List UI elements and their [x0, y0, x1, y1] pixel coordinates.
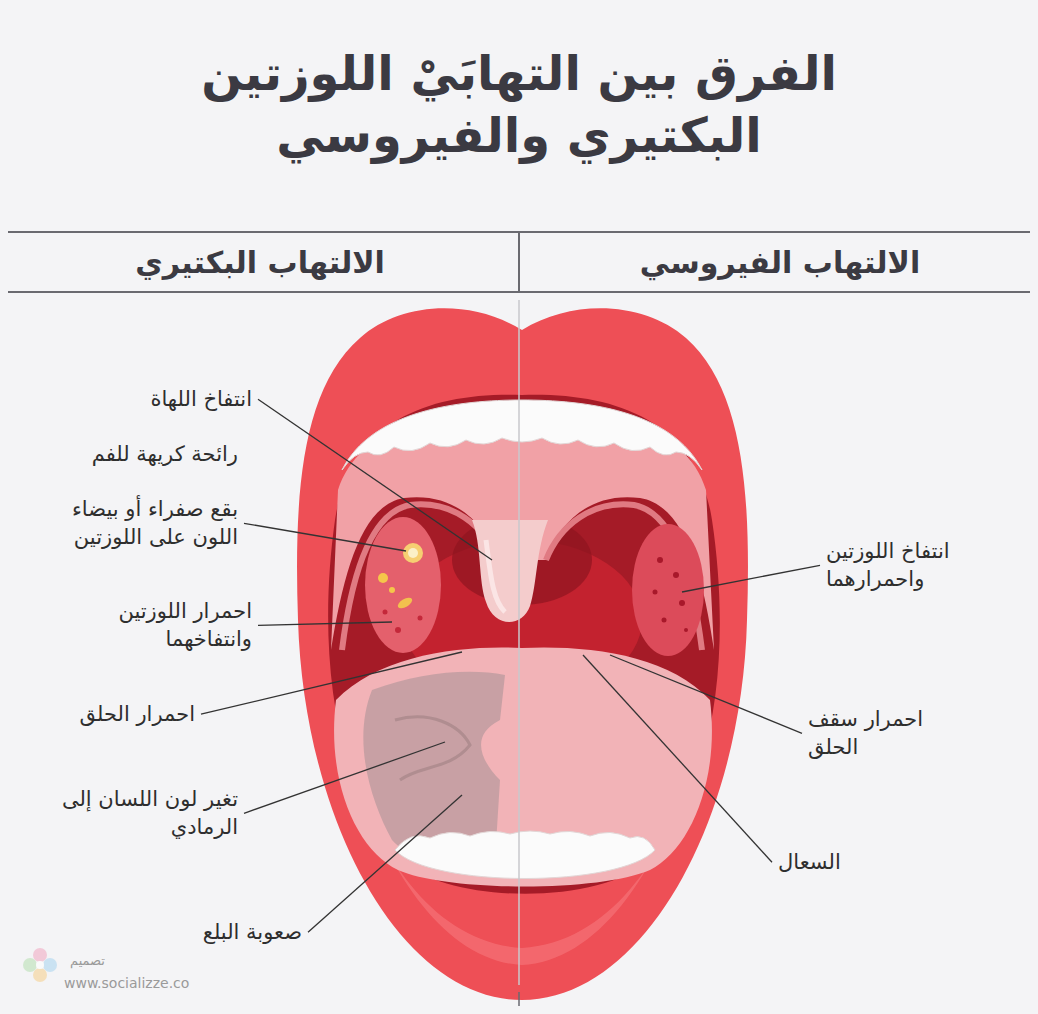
- leader-line: [308, 795, 462, 932]
- uvula-highlight: [486, 540, 505, 612]
- tongue: [334, 648, 712, 887]
- column-header: الالتهاب البكتيري: [20, 243, 500, 284]
- tongue-texture: [395, 717, 470, 780]
- symptom-label: انتفاخ اللوزتين واحمرارهما: [826, 537, 1016, 594]
- tonsil: [365, 517, 441, 653]
- symptom-label: رائحة كريهة للفم: [92, 440, 238, 468]
- divider-line: [518, 300, 520, 985]
- watermark: www.socializze.co: [64, 974, 189, 993]
- symptom-label: السعال: [778, 848, 841, 876]
- upper-teeth: [342, 400, 702, 470]
- symptom-label: احمرار الحلق: [80, 700, 195, 728]
- divider-line: [518, 232, 520, 292]
- leader-line: [244, 742, 445, 813]
- mouth-cavity: [328, 395, 720, 894]
- symptom-label: احمرار اللوزتين وانتفاخهما: [47, 597, 252, 654]
- red-dot: [673, 572, 679, 578]
- leader-line: [258, 622, 392, 625]
- leader-line: [682, 565, 820, 592]
- lips: [297, 308, 748, 1000]
- red-dot: [684, 628, 688, 632]
- pus-spot: [403, 543, 423, 563]
- red-dot: [653, 590, 658, 595]
- pus-spot: [378, 573, 388, 583]
- red-dot: [679, 600, 685, 606]
- pus-spot: [396, 596, 414, 611]
- red-dot: [657, 557, 663, 563]
- lower-teeth: [395, 831, 655, 879]
- lip-highlight: [330, 620, 714, 965]
- watermark-logo: [23, 948, 57, 982]
- watermark: تصميم: [70, 952, 105, 970]
- red-dot: [418, 616, 423, 621]
- red-dot: [395, 627, 401, 633]
- leader-line: [583, 655, 772, 862]
- pus-spot: [408, 548, 418, 558]
- column-header: الالتهاب الفيروسي: [540, 243, 1020, 284]
- symptom-label: تغير لون اللسان إلى الرمادي: [23, 785, 238, 842]
- red-dot: [383, 610, 388, 615]
- leader-line: [244, 523, 406, 551]
- red-dot: [662, 618, 667, 623]
- title: الفرق بين التهابَيْ اللوزتين البكتيري وا…: [159, 42, 879, 167]
- leader-line: [258, 399, 492, 560]
- uvula: [472, 520, 548, 622]
- symptom-label: صعوبة البلع: [203, 918, 302, 946]
- symptom-label: احمرار سقف الحلق: [808, 705, 958, 762]
- leader-line: [201, 652, 462, 714]
- symptom-label: بقع صفراء أو بيضاء اللون على اللوزتين: [23, 495, 238, 552]
- divider-tick: [518, 992, 520, 1006]
- symptom-label: انتفاخ اللهاة: [150, 385, 252, 413]
- pus-spot: [389, 587, 395, 593]
- leader-line: [610, 655, 802, 733]
